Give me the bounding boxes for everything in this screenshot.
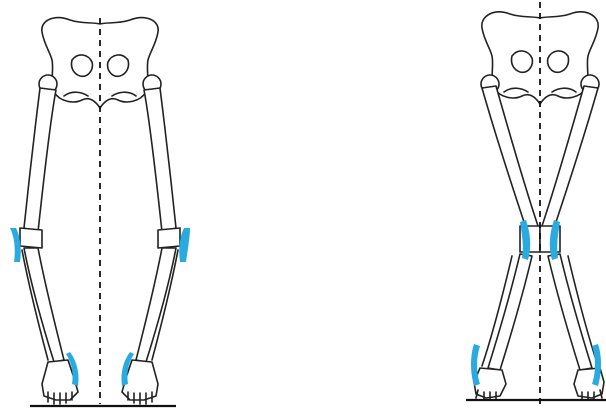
knee-pad-left bbox=[10, 228, 21, 262]
femur-left-2 bbox=[482, 86, 538, 228]
knee-left bbox=[20, 228, 42, 248]
femur-left bbox=[24, 88, 56, 232]
femur-right bbox=[144, 88, 176, 232]
tibia-right-2 bbox=[548, 254, 592, 370]
femur-right-2 bbox=[542, 86, 598, 228]
panel-right bbox=[466, 2, 606, 406]
ankle-pad-outer-left bbox=[471, 344, 480, 386]
knee-pad-right bbox=[179, 228, 190, 262]
knee-right bbox=[158, 228, 180, 248]
panel-left bbox=[10, 18, 190, 406]
tibia-left-2 bbox=[488, 254, 532, 370]
